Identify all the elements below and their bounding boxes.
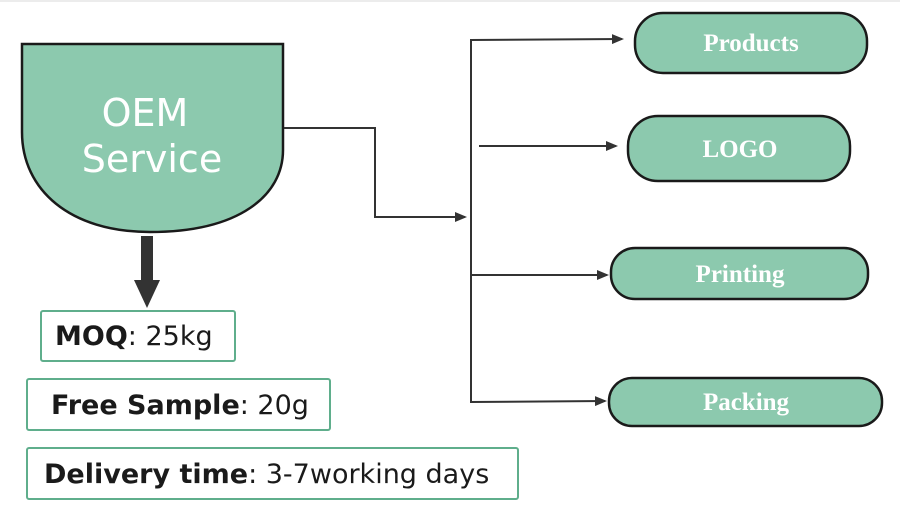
moq-value: : 25kg bbox=[127, 321, 213, 352]
packing-node bbox=[607, 376, 884, 428]
moq-text: MOQ: 25kg bbox=[55, 323, 213, 350]
free-sample-text: Free Sample: 20g bbox=[51, 392, 309, 419]
delivery-value: : 3-7working days bbox=[248, 459, 490, 490]
down-arrow-shaft bbox=[141, 236, 153, 282]
arrow-to-packing bbox=[470, 396, 607, 407]
printing-node bbox=[609, 246, 870, 301]
oem-title-line1: OEM bbox=[102, 91, 189, 135]
free-sample-label: Free Sample bbox=[51, 390, 240, 421]
moq-label: MOQ bbox=[55, 321, 128, 352]
oem-service-node bbox=[20, 42, 285, 234]
free-sample-box bbox=[26, 378, 331, 431]
arrow-to-products bbox=[470, 34, 624, 45]
delivery-text: Delivery time: 3-7working days bbox=[44, 461, 489, 488]
products-node bbox=[633, 11, 869, 75]
packing-label: Packing bbox=[703, 389, 790, 416]
logo-node bbox=[626, 114, 852, 183]
delivery-box bbox=[26, 447, 519, 500]
oem-connector-line bbox=[284, 127, 467, 222]
logo-label: LOGO bbox=[702, 136, 777, 163]
products-label: Products bbox=[703, 30, 799, 57]
delivery-label: Delivery time bbox=[44, 459, 249, 490]
printing-label: Printing bbox=[696, 261, 785, 288]
oem-title-line2: Service bbox=[82, 137, 222, 181]
down-arrow-head bbox=[134, 280, 160, 308]
free-sample-value: : 20g bbox=[239, 390, 309, 421]
moq-box bbox=[40, 310, 236, 362]
